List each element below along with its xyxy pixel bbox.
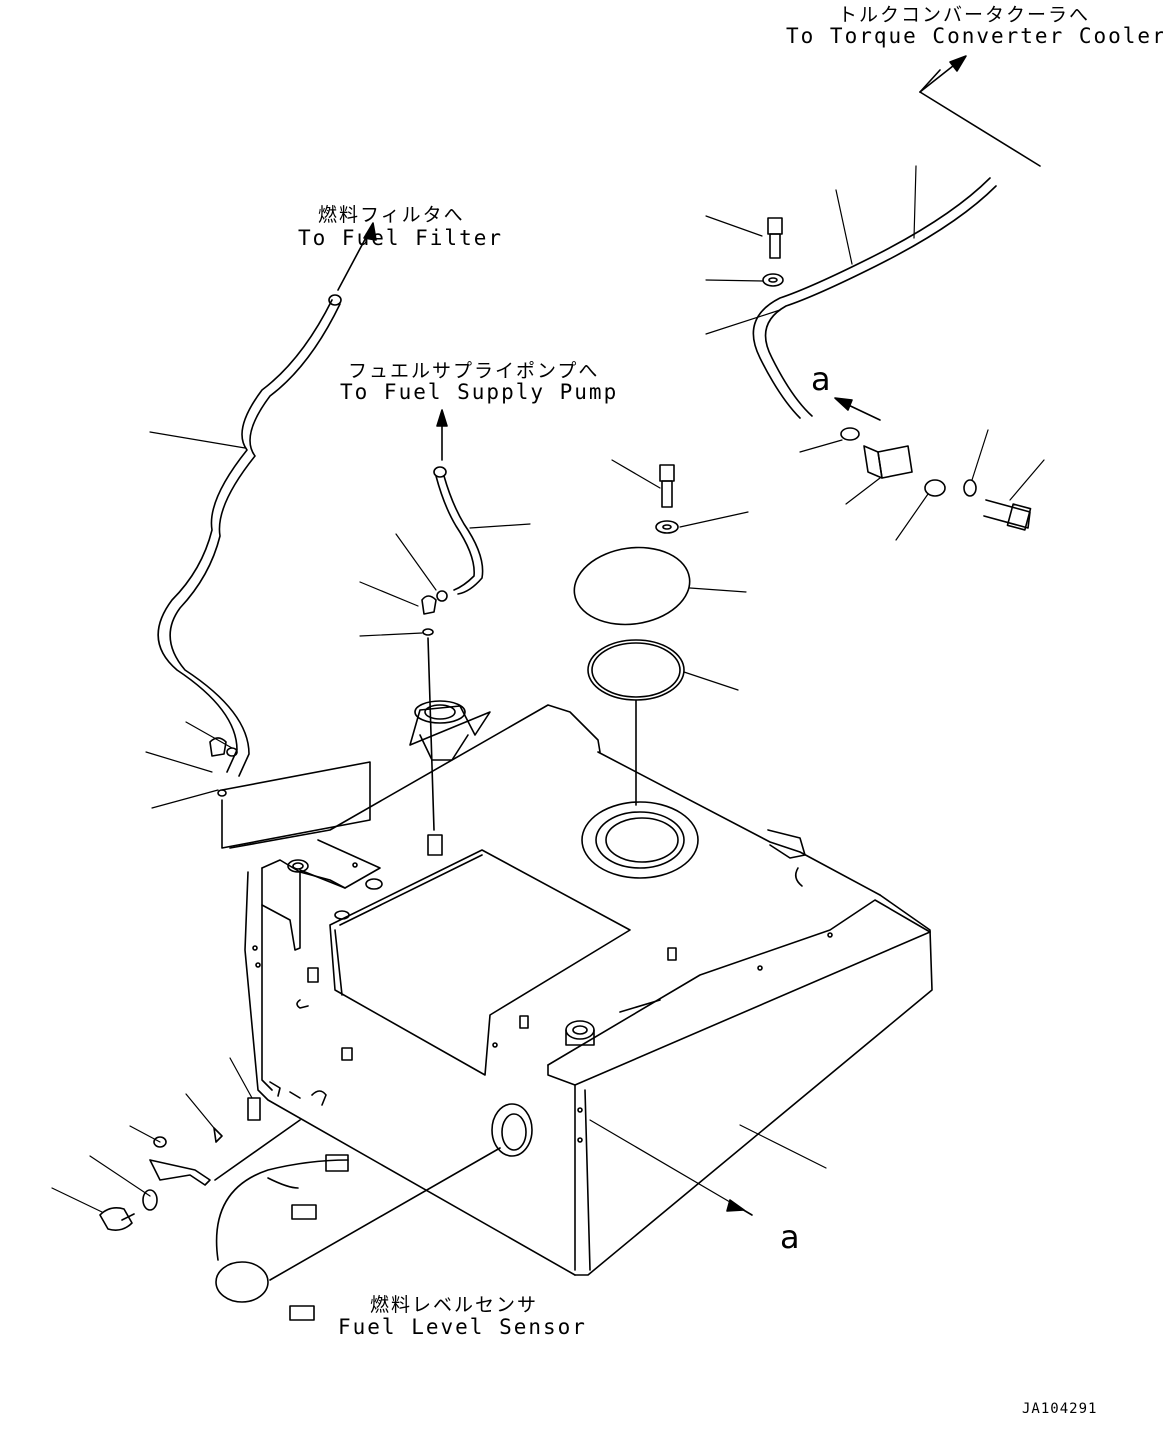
fuel-filter-hose (158, 295, 370, 848)
fuel-filter-label-en: To Fuel Filter (298, 226, 504, 250)
torque-cooler-label-jp: トルクコンバータクーラへ (838, 4, 1091, 26)
supply-pump-label-jp: フュエルサプライポンプへ (348, 360, 600, 382)
view-ref-top: a (811, 360, 833, 398)
view-ref-bottom: a (780, 1218, 802, 1256)
level-sensor-label-jp: 燃料レベルセンサ (370, 1294, 539, 1316)
supply-pump-hose (422, 467, 483, 830)
torque-cooler-label-en: To Torque Converter Cooler (786, 24, 1163, 48)
level-sensor-label-en: Fuel Level Sensor (338, 1315, 587, 1339)
fuel-level-sensor-group (100, 1098, 500, 1320)
drawing-code: JA104291 (1022, 1401, 1098, 1417)
cooler-hose-group (753, 70, 1040, 530)
fuel-tank (230, 701, 932, 1275)
access-cover-group (569, 465, 694, 805)
supply-pump-label-en: To Fuel Supply Pump (340, 380, 619, 404)
fuel-filter-label-jp: 燃料フィルタへ (318, 204, 465, 226)
leader-lines (52, 166, 1044, 1212)
direction-arrows (338, 56, 966, 1215)
